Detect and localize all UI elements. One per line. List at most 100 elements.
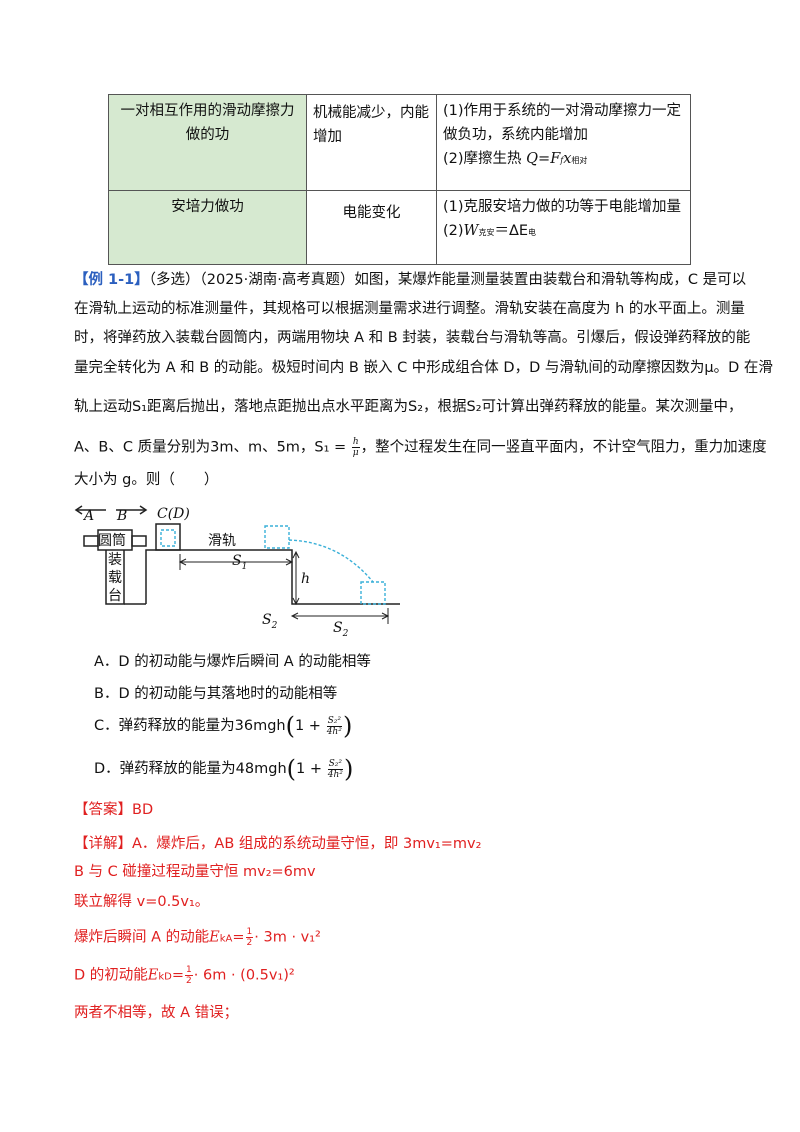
option-b: B．D 的初动能与其落地时的动能相等 [94, 686, 338, 702]
paren-open: ( [285, 712, 295, 740]
fraction-den: 2 [186, 976, 192, 986]
table-row: 一对相互作用的滑动摩擦力做的功 机械能减少，内能增加 (1)作用于系统的一对滑动… [108, 94, 691, 191]
fraction-num: 1 [245, 927, 254, 938]
explanation-line-1: 【详解】A．爆炸后，AB 组成的系统动量守恒，即 3mv₁=mv₂ [74, 834, 481, 854]
note-sub: 克安 [478, 228, 495, 237]
formula-eq: = [171, 967, 185, 984]
example-line-4: 量完全转化为 A 和 B 的动能。极短时间内 B 嵌入 C 中形成组合体 D，D… [74, 360, 773, 376]
explanation-label: 【详解】 [74, 836, 132, 852]
note-x: x [563, 151, 572, 167]
table-cell-force: 一对相互作用的滑动摩擦力做的功 [108, 94, 307, 191]
block-a [83, 535, 99, 547]
label-tube: 圆筒 [98, 533, 126, 549]
paren-close: ) [342, 712, 353, 740]
example-text-6a: A、B、C 质量分别为3m、m、5m，S₁ = [74, 439, 351, 456]
table-cell-note: (1)作用于系统的一对滑动摩擦力一定做负功，系统内能增加 (2)摩擦生热 Q=F… [436, 94, 691, 191]
s2-sub: 2 [342, 628, 349, 639]
tube [97, 529, 133, 551]
change-text: 机械能减少，内能增加 [313, 105, 429, 145]
formula-rest: · 6m · (0.5v₁)² [193, 967, 295, 984]
option-c-text: C．弹药释放的能量为36mgh [94, 718, 286, 734]
table-cell-change: 电能变化 [306, 190, 437, 265]
arrow-a-head [74, 505, 83, 515]
fraction-den: 4h² [326, 726, 342, 737]
note-line-1: (1)作用于系统的一对滑动摩擦力一定做负功，系统内能增加 [443, 103, 682, 143]
s2-sub: 2 [271, 620, 278, 631]
explanation-line-3: 联立解得 v=0.5v₁。 [74, 894, 210, 910]
s2-text: S [262, 612, 272, 628]
formula-sub: kD [158, 971, 172, 983]
fraction-num: 1 [185, 965, 193, 976]
answer-line: 【答案】BD [74, 800, 153, 820]
dashed-block-c [160, 529, 176, 547]
explanation-line-2: B 与 C 碰撞过程动量守恒 mv₂=6mv [74, 864, 316, 880]
option-d-text: D．弹药释放的能量为48mgh [94, 761, 287, 777]
force-text: 一对相互作用的滑动摩擦力做的功 [120, 103, 295, 143]
label-stand: 装 载 台 [108, 551, 122, 605]
one-plus: 1 + [296, 761, 327, 777]
example-line-2: 在滑轨上运动的标准测量件，其规格可以根据测量需求进行调整。滑轨安装在高度为 h … [74, 301, 745, 317]
formula-rest: · 3m · v₁² [254, 929, 321, 946]
answer-label: 【答案】 [74, 802, 132, 818]
explanation-line-6: 两者不相等，故 A 错误； [74, 1005, 239, 1021]
fraction-den: 2 [246, 938, 253, 948]
stand-char: 台 [108, 588, 122, 604]
change-text: 电能变化 [342, 205, 401, 221]
answer-value: BD [132, 802, 154, 818]
paren-close: ) [344, 755, 354, 783]
s1-text: S [232, 553, 242, 569]
example-line-5: 轨上运动S₁距离后抛出，落地点距抛出点水平距离为S₂，根据S₂可计算出弹药释放的… [74, 399, 743, 415]
trajectory [288, 539, 374, 583]
explanation-text: A．爆炸后，AB 组成的系统动量守恒，即 3mv₁=mv₂ [132, 836, 482, 852]
label-s1: S1 [232, 553, 247, 572]
label-h: h [301, 571, 311, 587]
one-plus: 1 + [294, 718, 326, 734]
note-sub: f [560, 156, 564, 165]
note-prefix: (2) [443, 223, 464, 239]
example-text: 如图，某爆炸能量测量装置由装载台和滑轨等构成，C 是可以 [354, 272, 747, 288]
note-line-2: (2)摩擦生热 Q=Ffx相对 [443, 147, 684, 173]
note-line-1: (1)克服安培力做的功等于电能增加量 [443, 199, 682, 215]
note-eq: ＝ΔE [494, 223, 529, 239]
dashed-block-land [360, 581, 386, 605]
note-line-2: (2)W克安＝ΔE电 [443, 219, 684, 245]
example-line-7: 大小为 g。则（ ） [74, 472, 219, 488]
stand [105, 550, 125, 605]
fraction-den: 4h² [327, 769, 343, 780]
paren-open: ( [286, 755, 297, 783]
example-meta: （多选）（2025·湖南·高考真题） [148, 272, 355, 288]
rail [145, 549, 400, 605]
example-tag: 【例 1-1】 [74, 272, 149, 288]
example-line-1: 【例 1-1】（多选）（2025·湖南·高考真题）如图，某爆炸能量测量装置由装载… [74, 270, 746, 290]
explanation-text: 爆炸后瞬间 A 的动能 [74, 929, 210, 946]
explanation-text: D 的初动能 [74, 967, 148, 984]
example-line-3: 时，将弹药放入装载台圆筒内，两端用物块 A 和 B 封装，装载台与滑轨等高。引爆… [74, 330, 751, 346]
option-a: A．D 的初动能与爆炸后瞬间 A 的动能相等 [94, 654, 371, 670]
fraction-num: S₂² [327, 758, 343, 770]
formula-eq: = [232, 929, 245, 946]
note-formula: Q=F [526, 151, 561, 167]
note-sub2: 相对 [571, 156, 588, 165]
table-row: 安培力做功 电能变化 (1)克服安培力做的功等于电能增加量 (2)W克安＝ΔE电 [108, 190, 691, 265]
table-cell-note: (1)克服安培力做的功等于电能增加量 (2)W克安＝ΔE电 [436, 190, 691, 265]
stand-char: 载 [108, 570, 122, 586]
label-s2-right: S2 [333, 620, 348, 639]
label-s2-left: S2 [262, 612, 277, 631]
label-rail: 滑轨 [208, 533, 236, 549]
block-b [131, 535, 147, 547]
formula-e: E [209, 929, 220, 946]
apparatus-diagram [74, 505, 400, 624]
arrow-b-head [139, 505, 148, 515]
fraction-num: S₂² [326, 715, 342, 727]
force-text: 安培力做功 [171, 199, 244, 215]
fraction-den: μ [352, 448, 359, 458]
formula-sub: kA [219, 933, 233, 945]
